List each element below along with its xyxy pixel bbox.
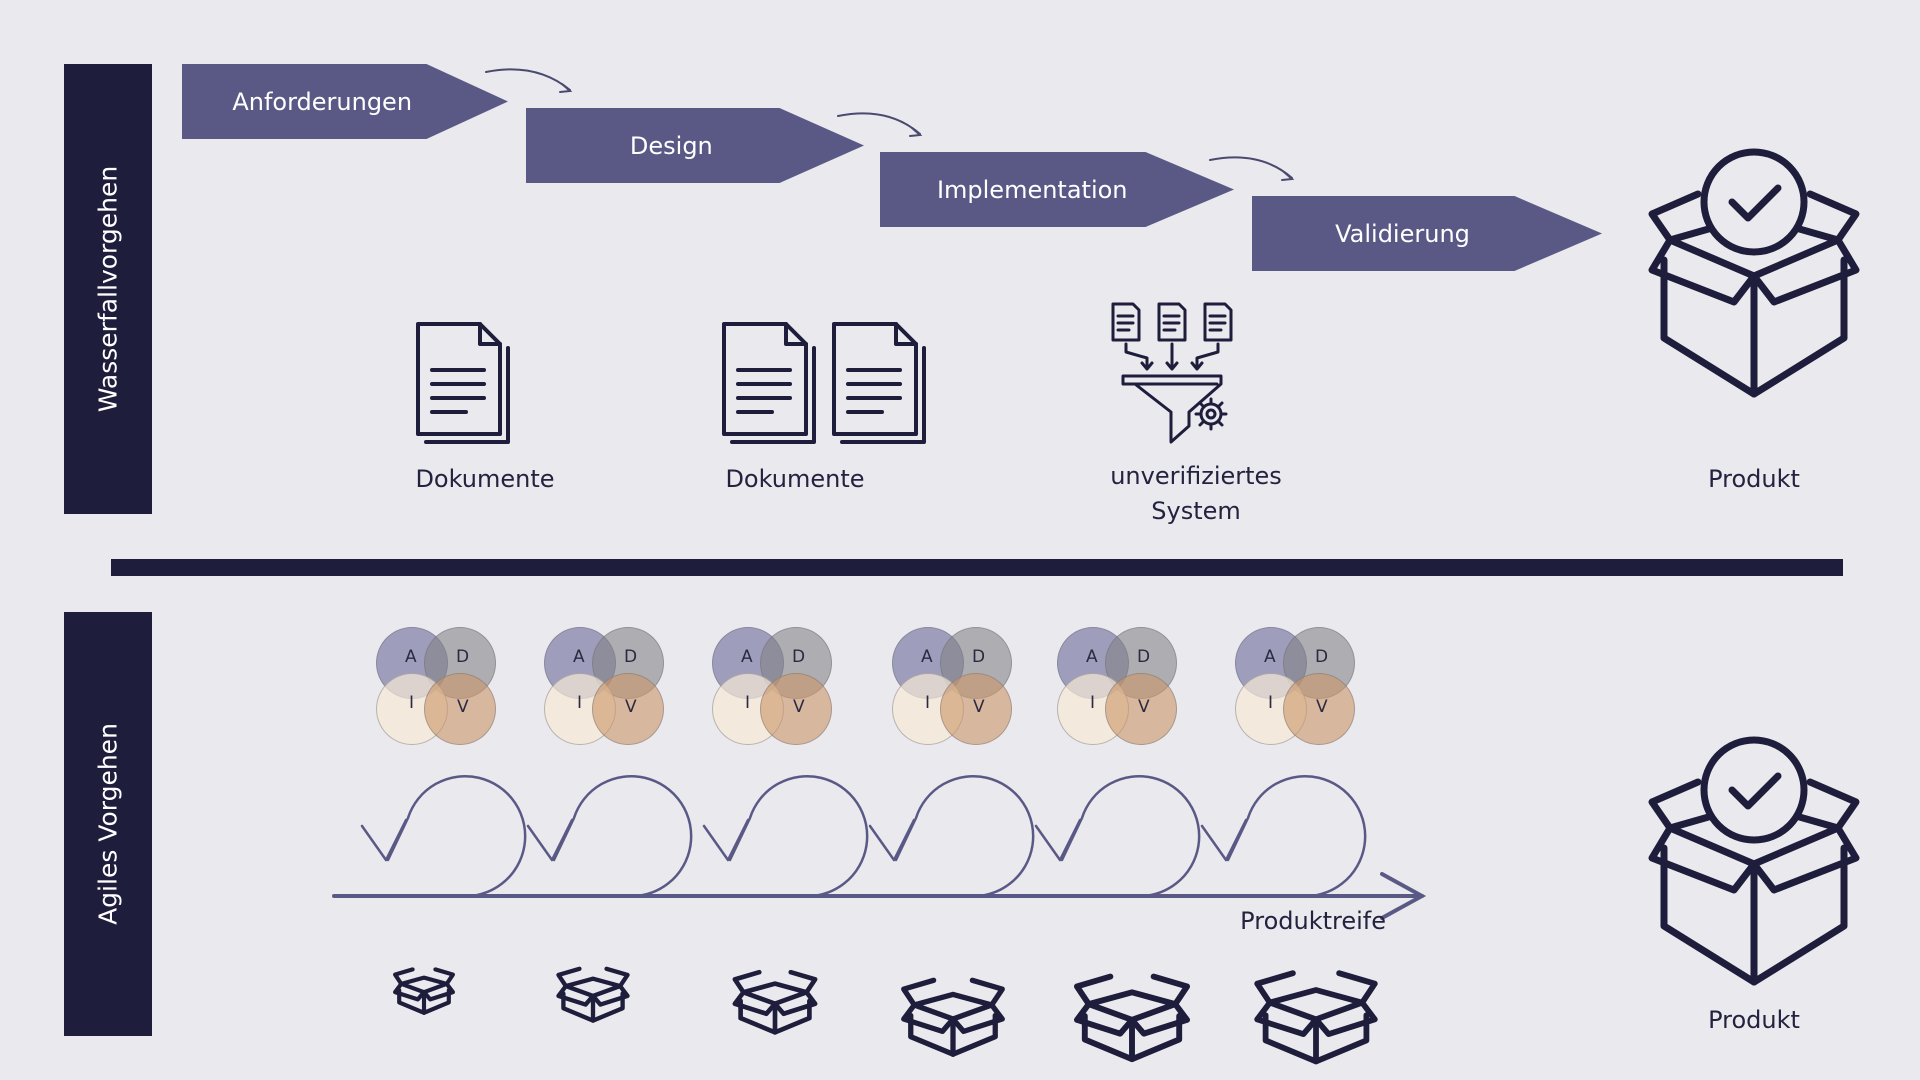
loop-arrow-icon-4 <box>868 774 1035 898</box>
venn-letter: V <box>1138 697 1150 717</box>
venn-letter: D <box>624 647 638 667</box>
adiv-venn-3: A D I V <box>712 627 836 745</box>
venn-letter: V <box>1316 697 1328 717</box>
document-icon <box>416 322 510 444</box>
venn-letter: V <box>793 697 805 717</box>
step-label: Design <box>629 131 713 160</box>
curved-arrow-icon <box>837 112 921 135</box>
loop-arrow-icon-2 <box>526 774 693 898</box>
venn-letter: V <box>973 697 985 717</box>
waterfall-label: Wasserfallvorgehen <box>93 165 123 413</box>
curved-arrow-icon <box>485 68 571 91</box>
curved-arrow-icon <box>1209 156 1293 179</box>
loop-arrow-icon-5 <box>1034 774 1201 898</box>
loop-arrow-icon-1 <box>360 774 527 898</box>
increment-box-icon-6 <box>1254 970 1378 1065</box>
waterfall-sidebar: Wasserfallvorgehen <box>64 64 152 514</box>
adiv-venn-2: A D I V <box>544 627 668 745</box>
product-box-check-icon <box>1648 148 1860 398</box>
venn-letter: I <box>745 693 751 713</box>
loop-arrow-icon-6 <box>1200 774 1367 898</box>
venn-letter: D <box>972 647 986 667</box>
curved-arrow-icon <box>909 127 923 137</box>
adiv-venn-5: A D I V <box>1057 627 1181 745</box>
step-label: Implementation <box>936 175 1128 204</box>
circle-v <box>760 673 832 745</box>
agile-sidebar: Agiles Vorgehen <box>64 612 152 1036</box>
funnel-gear-icon <box>1111 302 1233 444</box>
venn-letter: D <box>792 647 806 667</box>
venn-letter: A <box>405 647 417 667</box>
increment-box-icon-4 <box>901 977 1005 1057</box>
venn-letter: A <box>741 647 753 667</box>
increment-box-icon-5 <box>1073 973 1191 1063</box>
adiv-venn-1: A D I V <box>376 627 500 745</box>
agile-label: Agiles Vorgehen <box>93 723 123 925</box>
venn-letter: A <box>573 647 585 667</box>
circle-v <box>1283 673 1355 745</box>
increment-box-icon-1 <box>393 967 455 1015</box>
step-label: Validierung <box>1335 219 1470 248</box>
section-divider <box>111 559 1843 576</box>
timeline-label: Produktreife <box>1240 907 1386 935</box>
loop-arrow-icon-3 <box>702 774 869 898</box>
venn-letter: I <box>925 693 931 713</box>
adiv-venn-4: A D I V <box>892 627 1016 745</box>
product-label: Produkt <box>1708 1006 1800 1034</box>
venn-letter: I <box>409 693 415 713</box>
adiv-venn-6: A D I V <box>1235 627 1359 745</box>
step-anforderungen: Anforderungen <box>182 64 508 139</box>
step-label: Anforderungen <box>232 87 413 116</box>
increment-box-icon-3 <box>732 969 818 1035</box>
circle-v <box>1105 673 1177 745</box>
curved-arrow-icon <box>559 83 573 93</box>
venn-letter: D <box>456 647 470 667</box>
curved-arrow-icon <box>1281 171 1295 181</box>
artifact-label: Dokumente <box>415 465 555 493</box>
circle-v <box>424 673 496 745</box>
venn-letter: D <box>1137 647 1151 667</box>
venn-letter: D <box>1315 647 1329 667</box>
artifact-label: unverifiziertes System <box>1110 462 1282 525</box>
circle-v <box>592 673 664 745</box>
venn-letter: A <box>1264 647 1276 667</box>
venn-letter: V <box>457 697 469 717</box>
product-label: Produkt <box>1708 465 1800 493</box>
venn-letter: A <box>1086 647 1098 667</box>
venn-letter: I <box>1090 693 1096 713</box>
venn-letter: V <box>625 697 637 717</box>
artifact-label: Dokumente <box>725 465 865 493</box>
venn-letter: I <box>1268 693 1274 713</box>
circle-v <box>940 673 1012 745</box>
venn-letter: A <box>921 647 933 667</box>
documents-pair-icon <box>722 322 926 444</box>
step-design: Design <box>526 108 864 183</box>
venn-letter: I <box>577 693 583 713</box>
step-validierung: Validierung <box>1252 196 1602 271</box>
step-implementation: Implementation <box>880 152 1234 227</box>
increment-box-icon-2 <box>556 966 630 1023</box>
product-box-check-icon <box>1648 736 1860 986</box>
